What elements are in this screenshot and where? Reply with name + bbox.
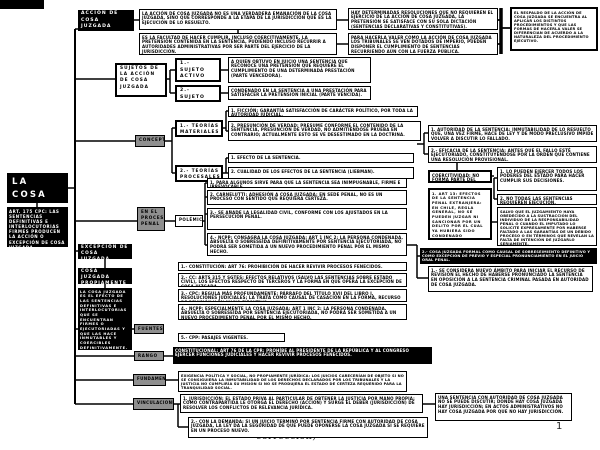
- accion-respaldo: EL RESPALDO DE LA ACCIÓN DE COSA JUZGADA…: [510, 7, 598, 51]
- polemica-item: 1. PARA ALGUNOS SIRVE PARA QUE LA SENTEN…: [207, 178, 407, 188]
- penal-art13: 1. ART 13: EFECTOS DE LA SENTENCIA PENAL…: [428, 188, 492, 240]
- fundamento-label: FUNDAMENTO: [137, 376, 166, 381]
- polemica-item: 3.- SE AÑADE LA LEGALIDAD CIVIL, CONFORM…: [207, 208, 407, 230]
- teorias-procesales-label: 2.- TEORÍAS PROCESALES: [180, 168, 221, 180]
- accion-no-verdadera: LA ACCIÓN DE COSA JUZGADA NO ES UNA VERD…: [139, 9, 337, 30]
- jurisdiccion-nota: UNA SENTENCIA CON AUTORIDAD DE COSA JUZG…: [435, 393, 572, 421]
- scan-artifact: [0, 0, 44, 9]
- coercitividad-item: 1. LO PUEDEN EJERCER TODOS LOS PODERES D…: [497, 167, 597, 191]
- atributo-eficacia: 2.- EFICACIA DE LA SENTENCIA: ANTES QUE …: [428, 146, 597, 163]
- node-propiamente-label: COSA JUZGADA PROPIAMENTE TAL: [81, 269, 127, 284]
- fuente-item: 5.- CPP: PASAJES VIGENTES.: [178, 333, 285, 342]
- fuente-item: 3.- CPC: REGULA MÁS PROFUNDAMENTE: PÁRRA…: [178, 289, 407, 302]
- main-definition: ART. 175 CPC: LAS SENTENCIAS DEFINITIVAS…: [7, 207, 68, 247]
- penal-art13-salvo: SALVO QUE EL JUZGAMIENTO HAYA OBEDECIDO …: [497, 207, 597, 246]
- node-la-cosa-juzgada: LA COSA JUZGADA: [7, 173, 68, 203]
- penal-recurso-revision: 1.- SE CONSIDERA NUEVO ÁMBITO PARA INICI…: [428, 266, 593, 292]
- teoria-procesal-item: 1. EFECTO DE LA SENTENCIA.: [228, 153, 414, 163]
- rango-label: RANGO: [138, 353, 158, 358]
- page-title: LA COSA JUZGADA: [12, 177, 68, 203]
- node-sujetos: SUJETOS DE LA ACCIÓN DE COSA JUZGADA: [115, 63, 167, 97]
- node-vinculaciones: VINCULACIONES: [133, 398, 174, 410]
- node-fundamento: FUNDAMENTO: [133, 374, 166, 386]
- sujeto-activo-desc: A QUIEN OBTUVO EN JUICIO UNA SENTENCIA Q…: [228, 57, 371, 83]
- fuente-item: 2.- CC: ARTS 315 Y SGTES: EFECTOS RELATI…: [178, 273, 407, 287]
- node-teorias-procesales: 2.- TEORÍAS PROCESALES: [175, 165, 223, 182]
- sujeto-pasivo-label: 2.- SUJETO PASIVO: [180, 88, 205, 100]
- fuente-item: 4.- NCPP: ESPECIALMENTE LA COSA JUZGADA:…: [178, 304, 407, 320]
- node-accion-cosa-juzgada: ACCIÓN DE COSA JUZGADA: [78, 10, 134, 31]
- node-cosa-juzgada-propiamente-tal: COSA JUZGADA PROPIAMENTE TAL: [78, 268, 132, 284]
- vinculacion-item: 1. JURISDICCIÓN: EL ESTADO PRIVA AL PART…: [180, 394, 423, 413]
- node-excepcion-label: EXCEPCIÓN DE COSA JUZGADA: [81, 245, 129, 259]
- atributo-autoridad: 1. AUTORIDAD DE LA SENTENCIA: INMUTABILI…: [428, 125, 597, 142]
- rango-desc: CONSTITUCIONAL: ART 76 DE LA CPR: PROHÍB…: [173, 347, 432, 364]
- node-teorias-materiales: 1.- TEORÍAS MATERIALES: [175, 120, 223, 137]
- node-accion-label: ACCIÓN DE COSA JUZGADA: [81, 11, 119, 30]
- coercitividad-label: COERCITIVIDAD: NO FORMA PARTE DEL FALLO:: [428, 170, 492, 183]
- node-concepto: CONCEPTO: [135, 135, 165, 147]
- fuentes-label: FUENTES: [138, 326, 164, 331]
- polemica-item: 2. CARNELUTTI: ADHESIÓN A COSA JUZGADA: …: [207, 190, 407, 205]
- teorias-materiales-label: 1.- TEORÍAS MATERIALES: [180, 123, 220, 135]
- accion-facultad: ES LA FACULTAD DE HACER CUMPLIR, INCLUSO…: [139, 33, 337, 55]
- node-excepcion-cosa-juzgada: EXCEPCIÓN DE COSA JUZGADA: [78, 244, 132, 259]
- node-rango: RANGO: [134, 351, 164, 361]
- polemica-item: 4.- NCPP: CONSAGRA LA COSA JUZGADA: ART …: [207, 233, 407, 256]
- node-polemicas: POLÉMICAS: [175, 215, 203, 227]
- node-fuentes: FUENTES: [134, 324, 164, 334]
- proceso-penal-label: EN EL PROCESO PENAL: [141, 209, 165, 227]
- accion-imperio: PARA HACERLA VALER COMO LA ACCIÓN DE COS…: [348, 33, 498, 55]
- coercitividad-item: 2. NO TODAS LAS SENTENCIAS REQUIEREN EJE…: [497, 194, 597, 205]
- node-sujeto-pasivo: 2.- SUJETO PASIVO: [175, 85, 221, 102]
- vinculaciones-label: VINCULACIONES: [137, 400, 173, 405]
- vinculacion-item: 2.- CON LA DEMANDA: SI UN JUICIO TERMINÓ…: [188, 417, 428, 438]
- accion-resoluciones: HAY DETERMINADAS RESOLUCIONES QUE NO REQ…: [348, 8, 498, 30]
- sujetos-label: SUJETOS DE LA ACCIÓN DE COSA JUZGADA: [120, 66, 159, 90]
- teoria-material-item: 1. FICCIÓN: GARANTÍA SATISFACCIÓN DE CAR…: [228, 106, 418, 117]
- fundamento-desc: EXIGENCIA POLÍTICA Y SOCIAL, NO PROPIAME…: [178, 371, 407, 392]
- node-proceso-penal: EN EL PROCESO PENAL: [137, 207, 165, 231]
- sujeto-activo-label: 1.- SUJETO ACTIVO: [180, 61, 206, 80]
- page-number: 1: [556, 421, 563, 432]
- penal-cosa-juzgada-formal: 2.- COSA JUZGADA FORMAL COMO CAUSAL DE S…: [420, 248, 597, 264]
- sujeto-pasivo-desc: CONDENADO EN LA SENTENCIA A UNA PRESTACI…: [228, 86, 371, 100]
- concepto-label: CONCEPTO: [139, 137, 164, 142]
- teoria-material-item: 2. PRESUNCIÓN DE VERDAD: PRESUME CONFORM…: [228, 121, 421, 141]
- polemicas-label: POLÉMICAS: [179, 217, 203, 222]
- node-sujeto-activo: 1.- SUJETO ACTIVO: [175, 58, 221, 82]
- excepcion-description: LA COSA JUZGADA ES EL EFECTO DE LAS SENT…: [78, 288, 132, 350]
- fuente-item: 1.- CONSTITUCIÓN: ART 76: PROHIBICIÓN DE…: [178, 262, 407, 271]
